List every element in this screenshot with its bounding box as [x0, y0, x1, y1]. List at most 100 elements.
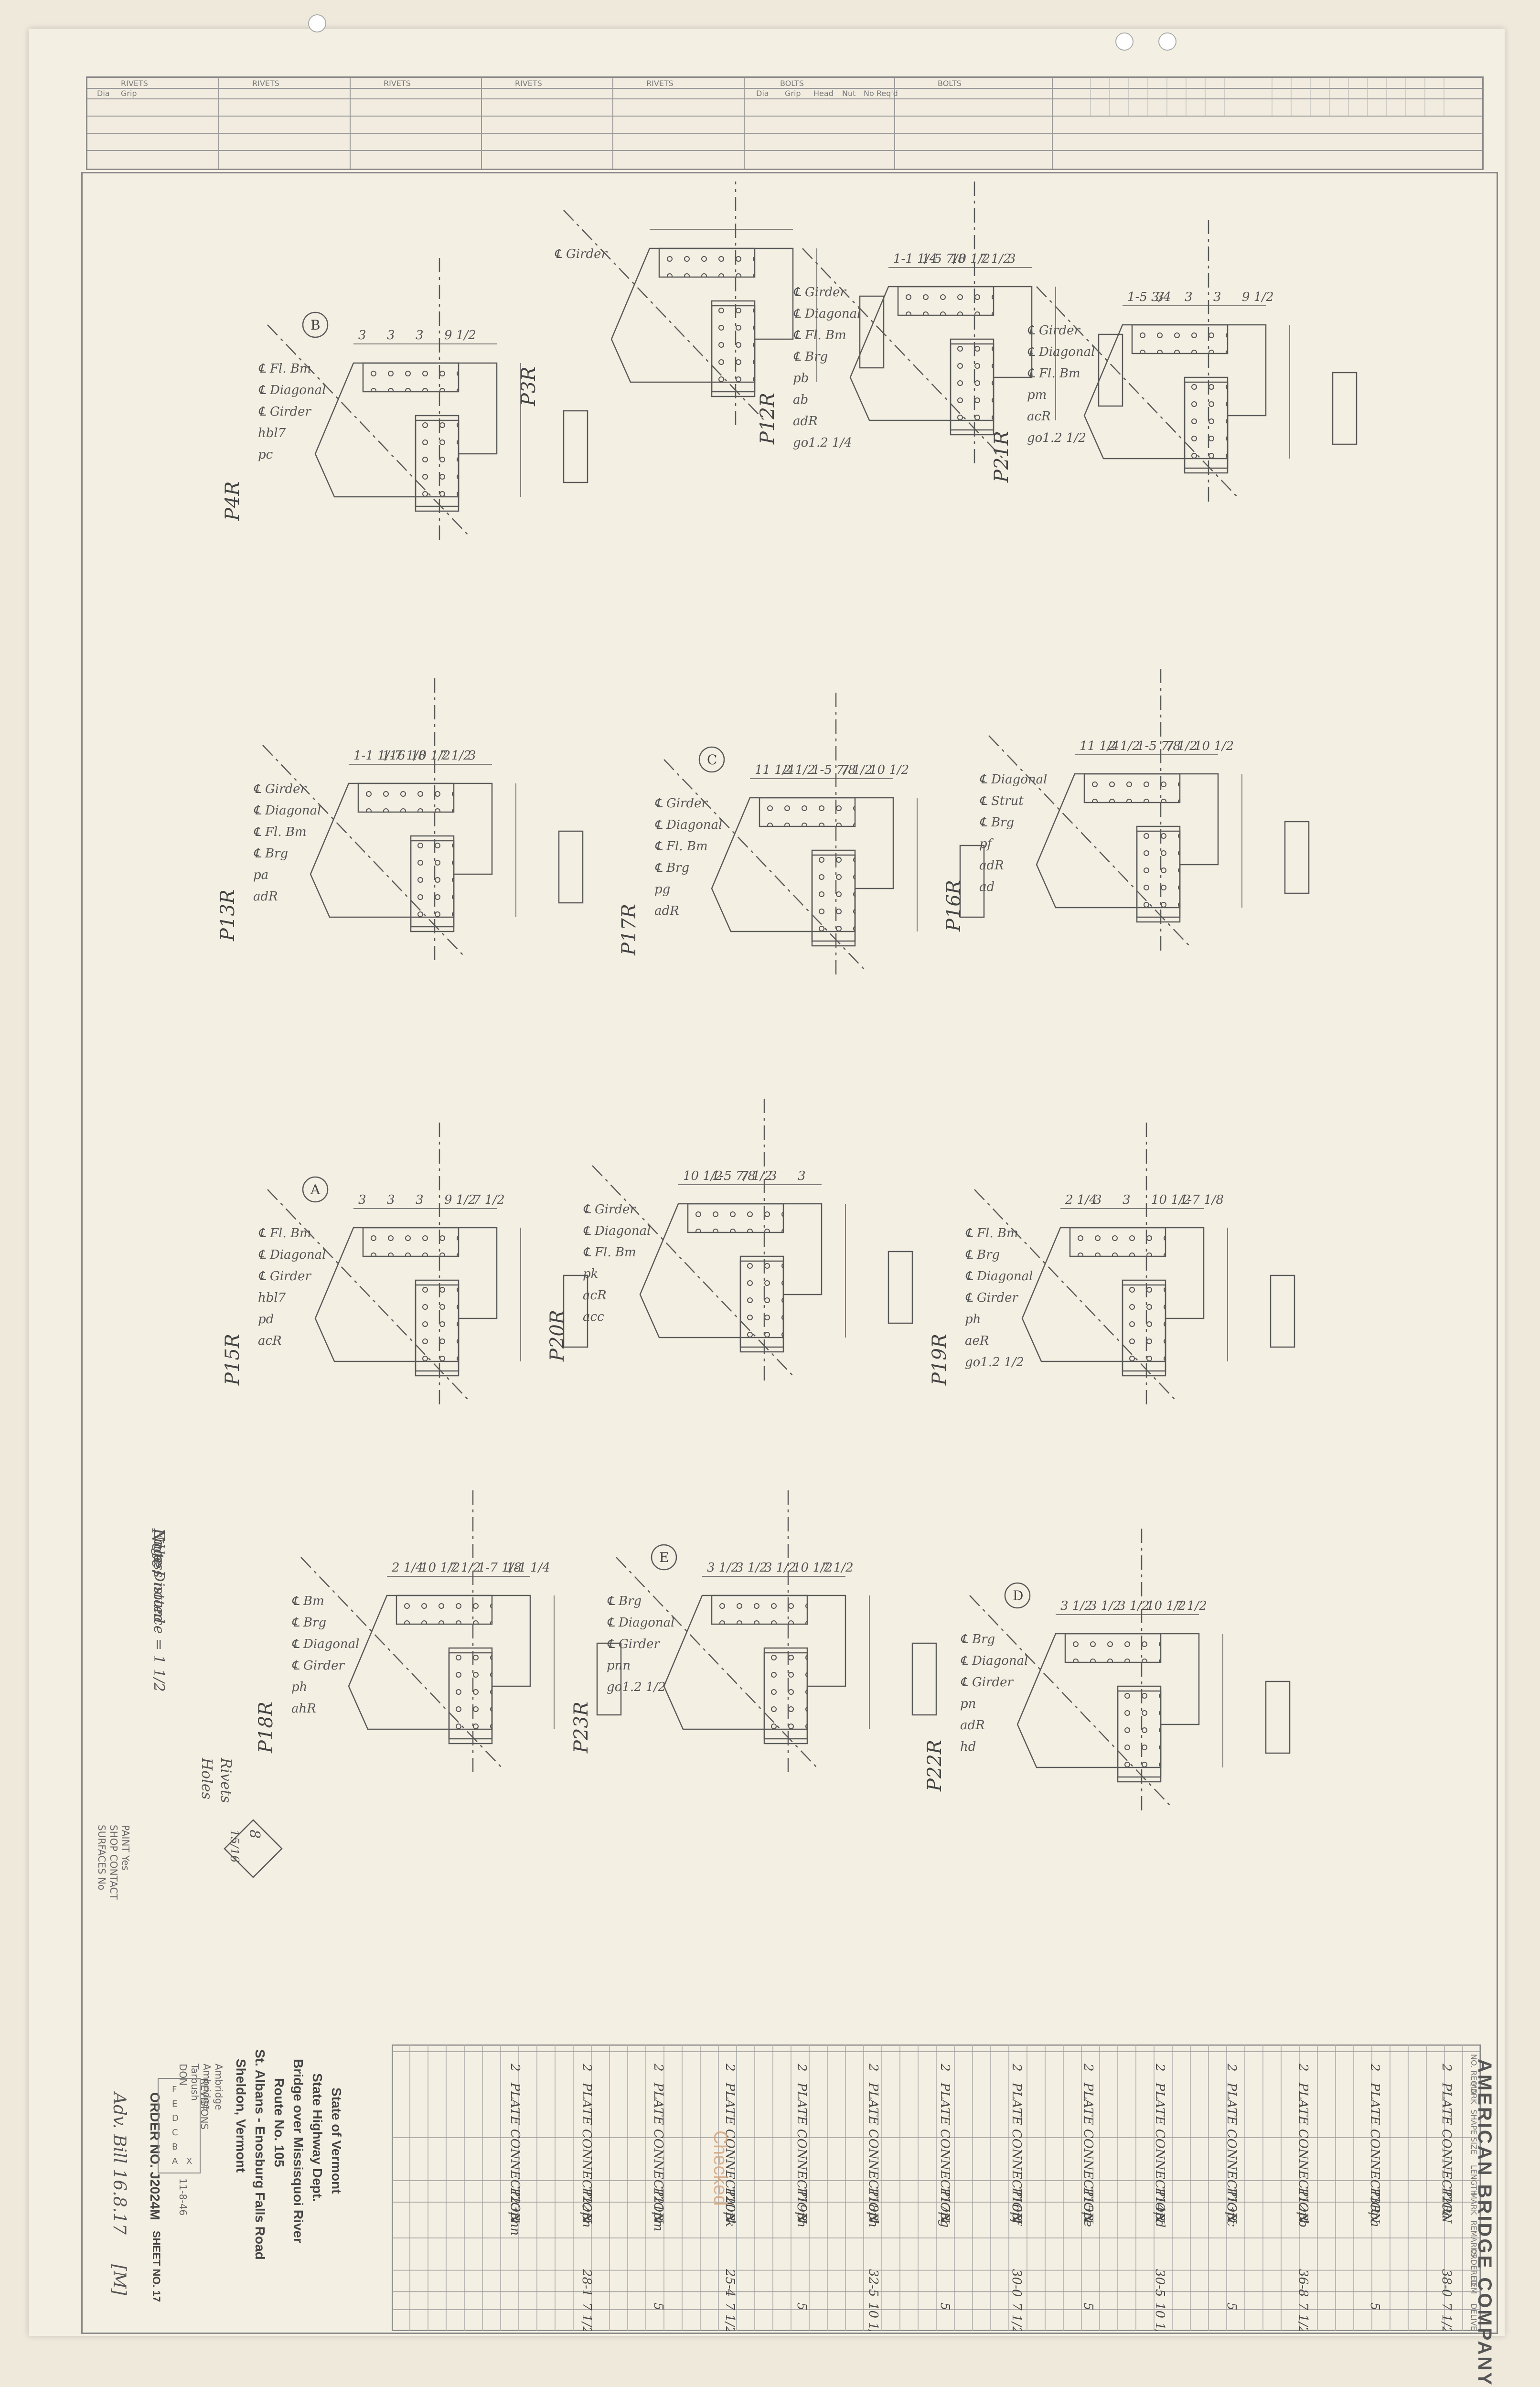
bom-cell: ph [794, 2212, 809, 2227]
bom-cell: P20R [723, 2187, 737, 2221]
bom-cell: P3R [1368, 2187, 1382, 2214]
detail-label: ℄ Girder [793, 285, 847, 300]
drawing-made-at: Ambridge [213, 2064, 225, 2110]
bom-cell: P12R [1296, 2187, 1310, 2221]
side-section [558, 830, 584, 904]
dimension-text: 10 1/2 [411, 749, 450, 763]
rivet-row [1069, 1227, 1166, 1257]
side-section [1265, 1681, 1291, 1754]
detail-callout-circle [302, 311, 329, 338]
bom-cell: 7 1/2 [579, 2302, 594, 2331]
bom-cell: 2 [1296, 2063, 1310, 2072]
detail-label: acR [583, 1288, 607, 1303]
strip-sub: Grip [121, 89, 137, 98]
bom-cell: pn [579, 2212, 594, 2227]
detail-label: ℄ Girder [654, 796, 708, 811]
diagonal-centerline [988, 735, 1190, 946]
rivet-bolt-strip: RIVETS RIVETS RIVETS RIVETS RIVETS BOLTS… [86, 76, 1484, 170]
strip-sub: Dia [97, 89, 110, 98]
detail-label: ℄ Fl. Bm [965, 1226, 1018, 1241]
dimension-text: 3 1/2 [1089, 1599, 1121, 1613]
bom-cell: 2 [508, 2063, 522, 2072]
bom-cell: 2 [866, 2063, 880, 2072]
bom-cell: PLATE CONNECTION [1009, 2082, 1024, 2224]
detail-label: ℄ Girder [960, 1675, 1014, 1690]
dimension-text: 3 [769, 1169, 777, 1183]
dimension-text: 3 1/2 [764, 1561, 796, 1575]
detail-label: ℄ Girder [253, 782, 307, 796]
plate-mark: P13R [217, 889, 239, 942]
paint-note: PAINT Yes [120, 1825, 131, 1871]
plate-mark: P15R [222, 1334, 244, 1386]
dimension-text: 7 1/2 [1175, 1599, 1207, 1613]
dimension-text: 1-7 1/8 [478, 1561, 522, 1575]
detail-label: ℄ Girder [583, 1202, 637, 1217]
bom-cell: 36-8 [1296, 2269, 1310, 2297]
detail-label: hbl7 [258, 426, 286, 440]
detail-label: pn [960, 1697, 976, 1711]
dimension-text: 11 1/4 [755, 763, 794, 777]
bom-cell: 2 [723, 2063, 737, 2072]
dimension-text: 3 [1156, 290, 1164, 304]
dimension-text: 10 1/2 [1151, 1193, 1191, 1207]
detail-callout-letter: D [1013, 1588, 1023, 1604]
detail-label: ℄ Diagonal [258, 383, 326, 397]
detail-label: ℄ Diagonal [258, 1248, 326, 1262]
detail-label: pg [654, 882, 670, 897]
dimension-text: 3 [1185, 290, 1193, 304]
bom-cell: 10 1/2 [1153, 2302, 1167, 2331]
detail-label: ad [979, 880, 995, 894]
detail-label: ℄ Diagonal [965, 1269, 1033, 1284]
plate-detail: 3 1/23 1/23 1/210 1/27 1/2℄ Brg℄ Diagona… [924, 1529, 1291, 1815]
bom-cell: 28-1 [579, 2269, 594, 2297]
dimension-text: 3 [358, 1193, 366, 1207]
bom-header: ORDERED [1469, 2248, 1478, 2286]
plate-detail: 11 1/42 1/21-5 7/87 1/210 1/2℄ Girder℄ D… [618, 693, 985, 979]
rivets-label: Rivets [217, 1758, 234, 1803]
side-section [859, 295, 885, 369]
bom-cell: P18R [866, 2187, 880, 2221]
dimension-text: 1-1 1/4 [893, 252, 937, 266]
bom-cell: P21R [651, 2187, 665, 2221]
detail-label: pa [253, 868, 268, 882]
side-section [563, 1274, 588, 1348]
rivet-row [362, 362, 460, 393]
revision-check: X [186, 2156, 192, 2166]
bom-cell: PLATE CONNECTION [508, 2082, 522, 2224]
rivet-row [396, 1595, 493, 1625]
strip-sub: Head [813, 89, 834, 98]
bom-cell: 5 [1368, 2302, 1382, 2311]
dimension-text: 3 [1094, 1193, 1102, 1207]
bom-cell: 2 [1224, 2063, 1239, 2072]
bom-cell: P16R [1009, 2187, 1024, 2221]
bom-cell: PLATE CONNECTION [1296, 2082, 1310, 2224]
rivet-row [711, 305, 756, 393]
strip-sub: No Req'd [864, 89, 898, 98]
strip-sub: Grip [785, 89, 801, 98]
detail-label: ℄ Brg [607, 1594, 642, 1608]
side-section [1284, 821, 1310, 894]
detail-label: ℄ Fl. Bm [258, 362, 311, 376]
detail-label: ℄ Brg [793, 350, 828, 364]
bom-cell: 7 1/2 [1439, 2302, 1454, 2331]
rivet-row [1122, 1284, 1166, 1372]
bom-cell: P14R [1153, 2187, 1167, 2221]
strip-header: RIVETS [252, 79, 279, 88]
bom-cell: 2 [1439, 2063, 1454, 2072]
revisions-label: REVISIONS [199, 2078, 210, 2130]
plate-mark: P21R [991, 431, 1013, 483]
detail-label: ℄ Girder [607, 1637, 661, 1651]
bom-cell: 2 [1153, 2063, 1167, 2072]
company-name: AMERICAN BRIDGE COMPANY [1474, 2059, 1495, 2387]
detail-label: pk [583, 1267, 598, 1281]
side-section [959, 845, 985, 918]
revision-row: F [172, 2085, 177, 2095]
plate-mark: P18R [255, 1702, 277, 1754]
bom-header: MARK [1469, 2082, 1478, 2104]
bom-cell: PLATE CONNECTION [723, 2082, 737, 2224]
detail-callout-circle [651, 1544, 677, 1571]
dimension-text: 10 1/2 [1194, 739, 1234, 753]
dimension-text: 9 1/2 [444, 328, 476, 343]
